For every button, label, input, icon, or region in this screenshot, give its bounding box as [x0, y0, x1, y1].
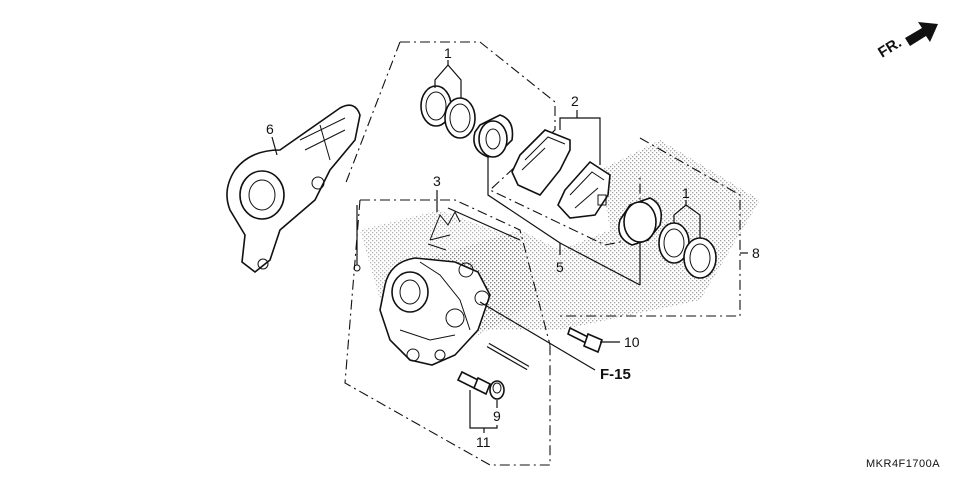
assembly-outline-right: [560, 137, 741, 317]
callout-2: 2: [571, 93, 579, 109]
callout-5: 5: [556, 259, 564, 275]
callout-9: 9: [493, 408, 501, 424]
callout-6: 6: [266, 121, 274, 137]
mounting-bolt: [567, 326, 603, 354]
pad-pin: [486, 342, 530, 371]
brake-pad-front: [511, 129, 571, 196]
front-direction-arrow: FR.: [875, 22, 938, 61]
callout-11: 11: [476, 434, 491, 450]
callout-1-left: 1: [444, 45, 452, 61]
small-screw: [353, 205, 361, 272]
pad-spring: [427, 210, 461, 251]
caliper-body: [379, 257, 491, 366]
leader-lines: [271, 60, 748, 433]
callout-1-right: 1: [682, 185, 690, 201]
assembly-outline-caliper: [344, 199, 551, 466]
brake-pad-rear: [557, 160, 611, 219]
diagram-code: MKR4F1700A: [866, 458, 940, 470]
callout-10: 10: [624, 334, 640, 350]
callout-3: 3: [433, 173, 441, 189]
front-direction-label: FR.: [875, 34, 905, 61]
piston-left: [473, 114, 514, 158]
bleed-valve-cap: [489, 380, 505, 400]
piston-seals-right: [658, 222, 717, 279]
piston-seals-left: [420, 85, 476, 139]
piston-right: [618, 197, 663, 246]
caliper-bracket: [226, 104, 361, 274]
bleed-valve: [456, 370, 492, 396]
callout-8: 8: [752, 245, 760, 261]
reference-label: F-15: [600, 366, 631, 383]
